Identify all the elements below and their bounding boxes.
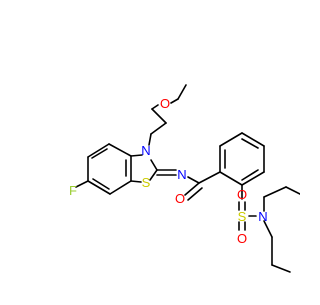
ether-oxygen-atom-label: O xyxy=(160,96,170,111)
ring-nitrogen-atom-label: N xyxy=(141,143,150,158)
sulfonyl-group xyxy=(238,201,257,231)
ring-sulfur-atom-label: S xyxy=(142,175,151,190)
bond xyxy=(150,159,158,171)
sulfonyl-top-oxygen-atom-label: O xyxy=(237,187,247,202)
bond xyxy=(219,132,243,147)
bond xyxy=(149,169,158,181)
bond xyxy=(148,133,152,146)
bond-to-fluorine xyxy=(75,180,89,188)
amide-group xyxy=(184,171,221,201)
ethoxyethyl-chain xyxy=(148,84,187,146)
bond-methyl xyxy=(271,264,291,273)
bond xyxy=(151,108,167,124)
bond xyxy=(285,186,301,195)
sulfonyl-sulfur-atom-label: S xyxy=(238,209,247,224)
bond xyxy=(198,171,221,184)
bond xyxy=(187,176,200,184)
bond xyxy=(130,154,143,157)
structure-svg: F N S N O O S O O N xyxy=(69,84,301,273)
bond xyxy=(150,122,167,135)
fluorine-atom-label: F xyxy=(69,183,77,198)
benzo-ring xyxy=(75,143,132,195)
bond-double xyxy=(187,187,203,201)
bond-double xyxy=(184,182,200,196)
bond xyxy=(109,180,132,195)
molecule-diagram: F N S N O O S O O N xyxy=(69,84,301,273)
bond xyxy=(151,104,159,110)
bond xyxy=(177,84,187,100)
bond-double xyxy=(241,138,259,149)
bond xyxy=(87,180,111,195)
bond xyxy=(263,220,273,238)
bond xyxy=(108,143,132,157)
carbonyl-oxygen-atom-label: O xyxy=(175,191,185,206)
bond xyxy=(241,132,265,147)
thiazole-ring xyxy=(130,154,158,183)
piperidine-ring xyxy=(263,186,301,273)
bond-double xyxy=(92,178,110,190)
bond xyxy=(241,171,265,186)
bond xyxy=(219,171,243,186)
bond xyxy=(87,143,110,158)
bond xyxy=(263,186,287,198)
bond xyxy=(130,180,142,183)
imine-bond xyxy=(156,169,177,176)
sulfonyl-bottom-oxygen-atom-label: O xyxy=(237,231,247,246)
piperidine-nitrogen-atom-label: N xyxy=(258,209,267,224)
benzene-ring xyxy=(219,132,265,200)
imine-nitrogen-atom-label: N xyxy=(177,167,186,182)
bond xyxy=(170,98,179,104)
bond-double xyxy=(91,148,108,159)
bond-double xyxy=(241,169,259,181)
